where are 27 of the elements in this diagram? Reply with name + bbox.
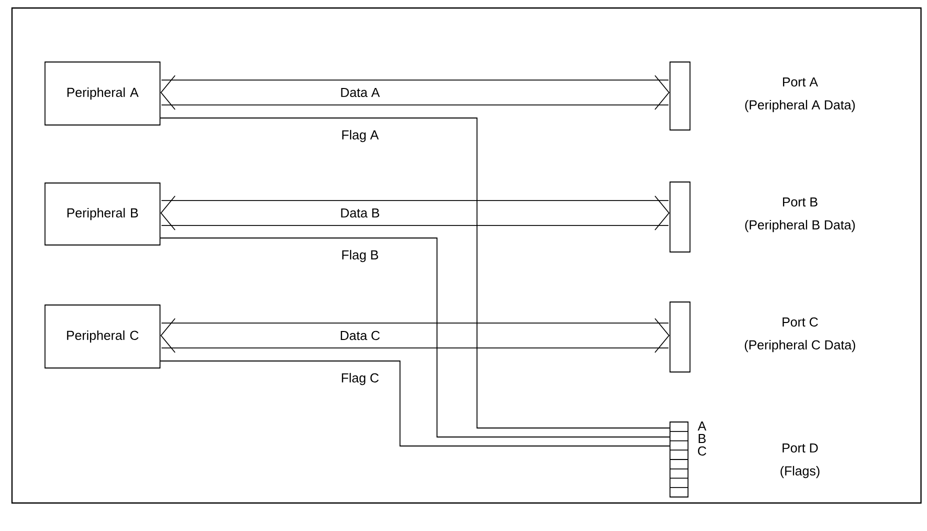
port-description: (Peripheral A Data) [745, 100, 855, 112]
register-drawing [670, 422, 688, 498]
port-description: (Peripheral C Data) [744, 340, 856, 352]
port-description: (Flags) [780, 466, 820, 478]
edge-label: Flag B [342, 250, 378, 262]
port-name: Port B [783, 197, 818, 207]
bus-arrow [160, 318, 670, 353]
port-bar [670, 62, 690, 130]
edge-label: Flag A [342, 130, 379, 142]
flag-line [160, 238, 670, 438]
flag-line [160, 360, 670, 446]
port-bar [670, 182, 690, 252]
bus-arrow [160, 75, 670, 110]
port-name: Port C [782, 317, 818, 327]
port-name: Port A [783, 77, 818, 87]
edge-label: Data A [341, 88, 380, 98]
bus-arrow [160, 196, 670, 230]
peripheral-box: Peripheral C [44, 304, 160, 368]
port-bar [670, 302, 690, 372]
edge-label: Data B [341, 208, 380, 218]
flag-line [160, 118, 670, 428]
edge-label: Flag C [342, 372, 379, 386]
peripheral-box: Peripheral B [44, 182, 160, 246]
edge-label: Data C [340, 330, 380, 340]
port-description: (Peripheral B Data) [745, 220, 855, 232]
port-name: Port D [782, 443, 818, 453]
peripheral-box: Peripheral A [44, 62, 160, 126]
